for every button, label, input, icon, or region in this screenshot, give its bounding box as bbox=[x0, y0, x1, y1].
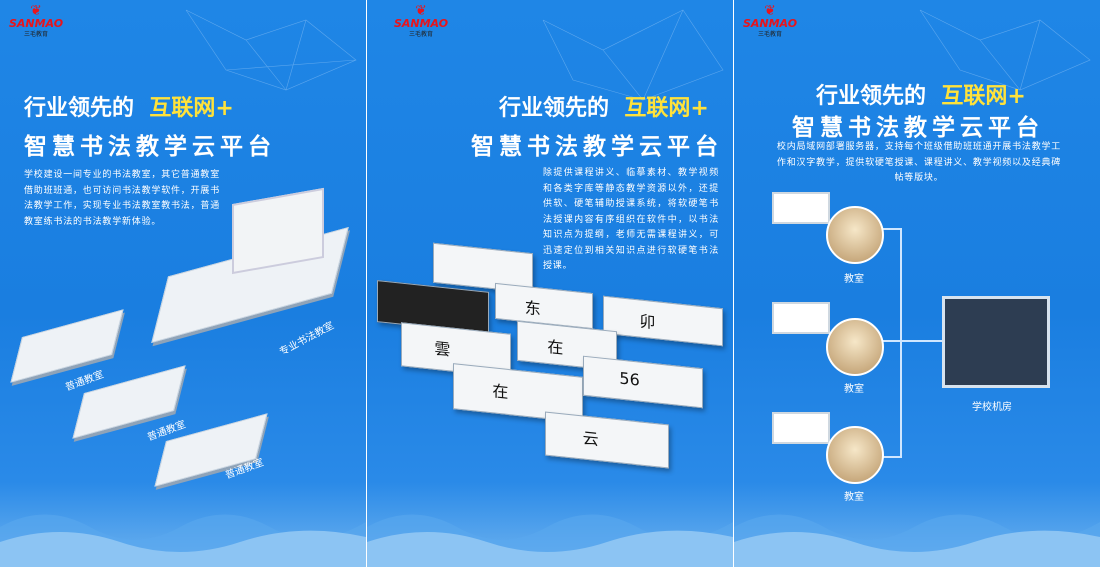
classroom-photo bbox=[826, 318, 884, 376]
classroom-photo bbox=[826, 426, 884, 484]
classroom-label: 教室 bbox=[844, 492, 864, 503]
description: 校内局域网部署服务器，支持每个班级借助班班通开展书法教学工作和汉字教学，提供软硬… bbox=[776, 142, 1062, 183]
page-title: 智慧书法教学云平台 bbox=[792, 115, 1044, 141]
headline: 行业领先的 互联网+ bbox=[499, 96, 709, 121]
classroom-screen bbox=[772, 412, 830, 444]
page-title: 智慧书法教学云平台 bbox=[24, 134, 276, 160]
pro-room-label: 专业书法教室 bbox=[277, 320, 337, 359]
page-title: 智慧书法教学云平台 bbox=[471, 134, 723, 160]
classroom-label: 教室 bbox=[844, 384, 864, 395]
classroom-photo bbox=[826, 206, 884, 264]
classroom-illustration bbox=[10, 309, 124, 383]
classroom-screen bbox=[772, 302, 830, 334]
classroom-screen bbox=[772, 192, 830, 224]
classroom-label: 教室 bbox=[844, 274, 864, 285]
headline: 行业领先的 互联网+ bbox=[24, 96, 234, 121]
network-decoration bbox=[542, 9, 724, 101]
network-decoration bbox=[919, 9, 1091, 91]
network-decoration bbox=[185, 9, 357, 91]
headline: 行业领先的 互联网+ bbox=[816, 84, 1026, 109]
description: 学校建设一间专业的书法教室，其它普通教室借助班班通，也可访问书法教学软件，开展书… bbox=[24, 170, 221, 227]
software-screenshot: 东 bbox=[495, 282, 593, 330]
wave-decoration bbox=[0, 514, 366, 567]
software-screenshot: 云 bbox=[545, 411, 669, 469]
software-screenshot: 卯 bbox=[603, 295, 723, 347]
software-screenshot: 56 bbox=[583, 355, 703, 409]
server-room-label: 学校机房 bbox=[972, 402, 1012, 413]
description: 除提供课程讲义、临摹素材、教学视频和各类字库等静态教学资源以外，还提供软、硬笔辅… bbox=[543, 168, 719, 271]
wave-decoration bbox=[367, 514, 733, 567]
server-room-photo bbox=[942, 296, 1050, 388]
wave-decoration bbox=[734, 514, 1100, 567]
